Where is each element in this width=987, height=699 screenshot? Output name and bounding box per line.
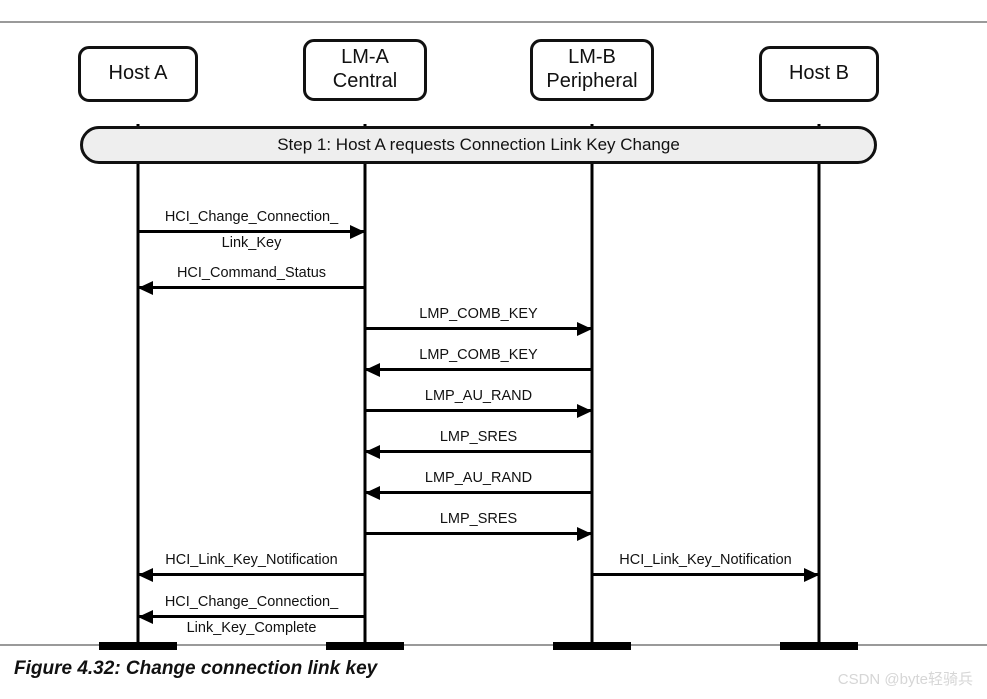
message-line-hci-change-connection-link-key — [138, 230, 365, 233]
lifeline-terminator-host-b — [780, 642, 858, 650]
message-line-hci-link-key-notification-b — [592, 573, 819, 576]
message-label-cont-hci-change-connection-link-key-complete: Link_Key_Complete — [186, 620, 317, 636]
message-arrowhead-lmp-comb-key-2 — [365, 362, 380, 377]
actor-label-lm-a-central: LM-A — [341, 46, 389, 69]
actor-label-lm-b-peripheral: LM-B — [568, 46, 616, 69]
message-arrowhead-lmp-sres-2 — [577, 526, 592, 541]
lifeline-lm-b-peripheral — [590, 124, 594, 648]
message-label-lmp-sres-2: LMP_SRES — [439, 510, 518, 527]
message-line-lmp-sres-2 — [365, 532, 592, 535]
message-label-lmp-au-rand-2: LMP_AU_RAND — [424, 469, 533, 486]
lifeline-terminator-host-a — [99, 642, 177, 650]
message-line-hci-change-connection-link-key-complete — [138, 615, 365, 618]
actor-sublabel-lm-a-central: Central — [332, 70, 398, 92]
step-banner: Step 1: Host A requests Connection Link … — [80, 126, 877, 164]
lifeline-lm-a-central — [363, 124, 367, 648]
message-line-hci-link-key-notification-a — [138, 573, 365, 576]
message-line-hci-command-status — [138, 286, 365, 289]
message-label-hci-link-key-notification-b: HCI_Link_Key_Notification — [619, 551, 792, 568]
message-label-hci-command-status: HCI_Command_Status — [176, 264, 327, 281]
message-label-hci-link-key-notification-a: HCI_Link_Key_Notification — [165, 551, 338, 568]
message-label-lmp-sres-1: LMP_SRES — [439, 428, 518, 445]
step-banner-label: Step 1: Host A requests Connection Link … — [277, 135, 680, 154]
message-label-cont-hci-change-connection-link-key: Link_Key — [221, 235, 282, 251]
message-arrowhead-hci-change-connection-link-key — [350, 224, 365, 239]
watermark: CSDN @byte轻骑兵 — [837, 671, 973, 688]
message-arrowhead-hci-link-key-notification-b — [804, 567, 819, 582]
message-line-lmp-au-rand-2 — [365, 491, 592, 494]
actor-header-host-a[interactable]: Host A — [78, 46, 198, 102]
lifeline-host-b — [817, 124, 821, 648]
lifeline-host-a — [136, 124, 140, 648]
message-line-lmp-au-rand-1 — [365, 409, 592, 412]
message-line-lmp-comb-key-1 — [365, 327, 592, 330]
lifeline-terminator-lm-b-peripheral — [553, 642, 631, 650]
message-label-lmp-au-rand-1: LMP_AU_RAND — [424, 387, 533, 404]
actor-sublabel-lm-b-peripheral: Peripheral — [546, 70, 638, 92]
message-arrowhead-lmp-sres-1 — [365, 444, 380, 459]
message-arrowhead-lmp-au-rand-1 — [577, 403, 592, 418]
page-rule-top — [0, 21, 987, 23]
actor-label-host-b: Host B — [788, 62, 850, 85]
actor-label-host-a: Host A — [108, 62, 168, 85]
message-arrowhead-lmp-comb-key-1 — [577, 321, 592, 336]
actor-header-host-b[interactable]: Host B — [759, 46, 879, 102]
message-arrowhead-hci-link-key-notification-a — [138, 567, 153, 582]
page-rule-bottom — [0, 644, 987, 646]
message-label-lmp-comb-key-1: LMP_COMB_KEY — [419, 305, 538, 322]
figure-caption: Figure 4.32: Change connection link key — [14, 658, 378, 679]
message-line-lmp-comb-key-2 — [365, 368, 592, 371]
message-arrowhead-lmp-au-rand-2 — [365, 485, 380, 500]
message-label-lmp-comb-key-2: LMP_COMB_KEY — [419, 346, 538, 363]
message-label-hci-change-connection-link-key: HCI_Change_Connection_ — [164, 208, 339, 225]
message-arrowhead-hci-command-status — [138, 280, 153, 295]
message-arrowhead-hci-change-connection-link-key-complete — [138, 609, 153, 624]
lifeline-terminator-lm-a-central — [326, 642, 404, 650]
message-label-hci-change-connection-link-key-complete: HCI_Change_Connection_ — [164, 593, 339, 610]
message-line-lmp-sres-1 — [365, 450, 592, 453]
